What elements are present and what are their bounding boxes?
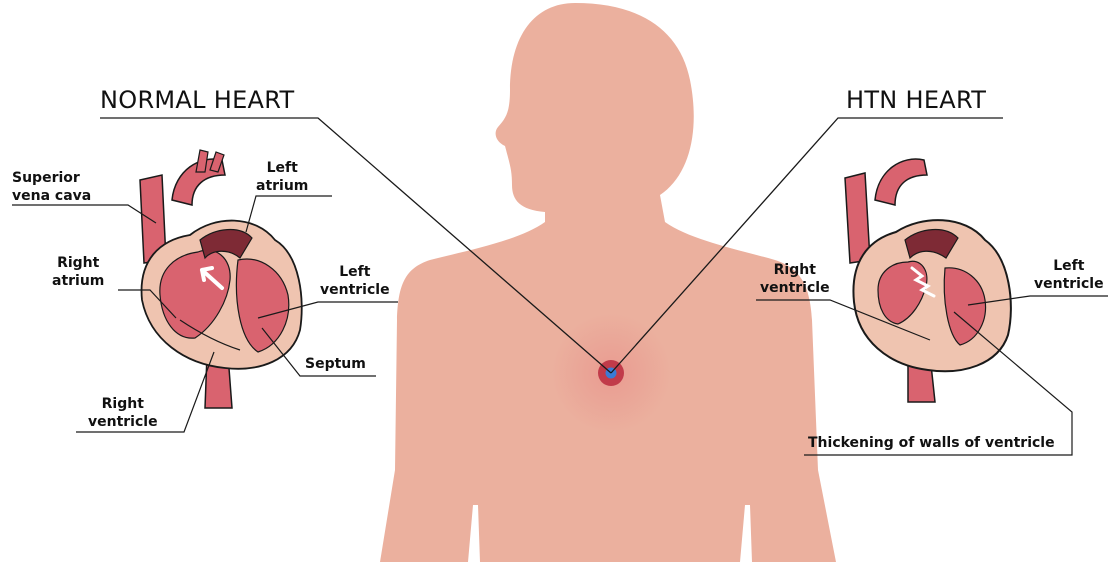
leader-superior-vena-cava	[12, 205, 156, 223]
htn-heart-illustration	[845, 159, 1011, 402]
htn-heart-title: HTN HEART	[846, 86, 986, 114]
normal-heart-title: NORMAL HEART	[100, 86, 294, 114]
aortic-arch	[875, 159, 927, 205]
label-septum: Septum	[305, 355, 366, 373]
label-thickening: Thickening of walls of ventricle	[808, 434, 1055, 452]
